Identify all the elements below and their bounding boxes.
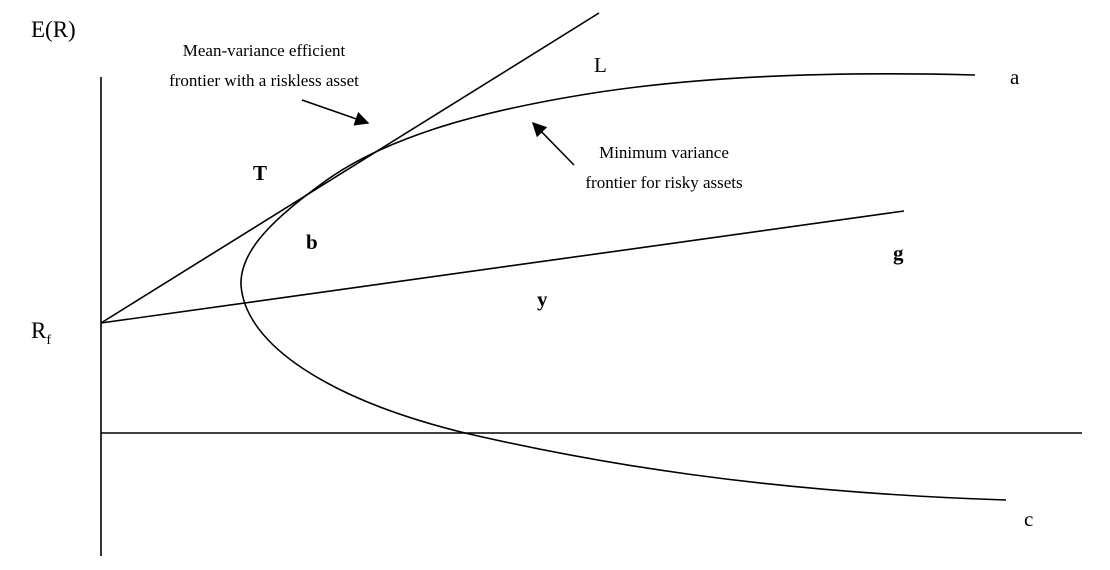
min-variance-note-line1: Minimum variance [599, 143, 729, 162]
rf-label-subscript: f [46, 333, 51, 348]
rf-to-g-line [100, 210, 905, 324]
min-variance-note-line2: frontier for risky assets [585, 173, 742, 192]
point-label-g: g [893, 241, 904, 265]
point-label-c: c [1024, 507, 1033, 531]
point-label-a: a [1010, 65, 1020, 89]
point-label-T: T [253, 161, 267, 185]
point-label-b: b [306, 230, 318, 254]
y-axis-label: E(R) [31, 17, 76, 42]
min-variance-arrow [531, 121, 575, 166]
rf-label-main: R [31, 318, 47, 343]
minimum-variance-frontier-curve [240, 73, 1007, 501]
efficient-frontier-note-line2: frontier with a riskless asset [169, 71, 359, 90]
capital-market-line [100, 12, 600, 324]
point-label-y: y [537, 287, 548, 311]
efficient-frontier-arrow [301, 99, 370, 126]
point-label-L: L [594, 53, 607, 77]
efficient-frontier-note-line1: Mean-variance efficient [183, 41, 346, 60]
rf-label: Rf [31, 318, 51, 348]
